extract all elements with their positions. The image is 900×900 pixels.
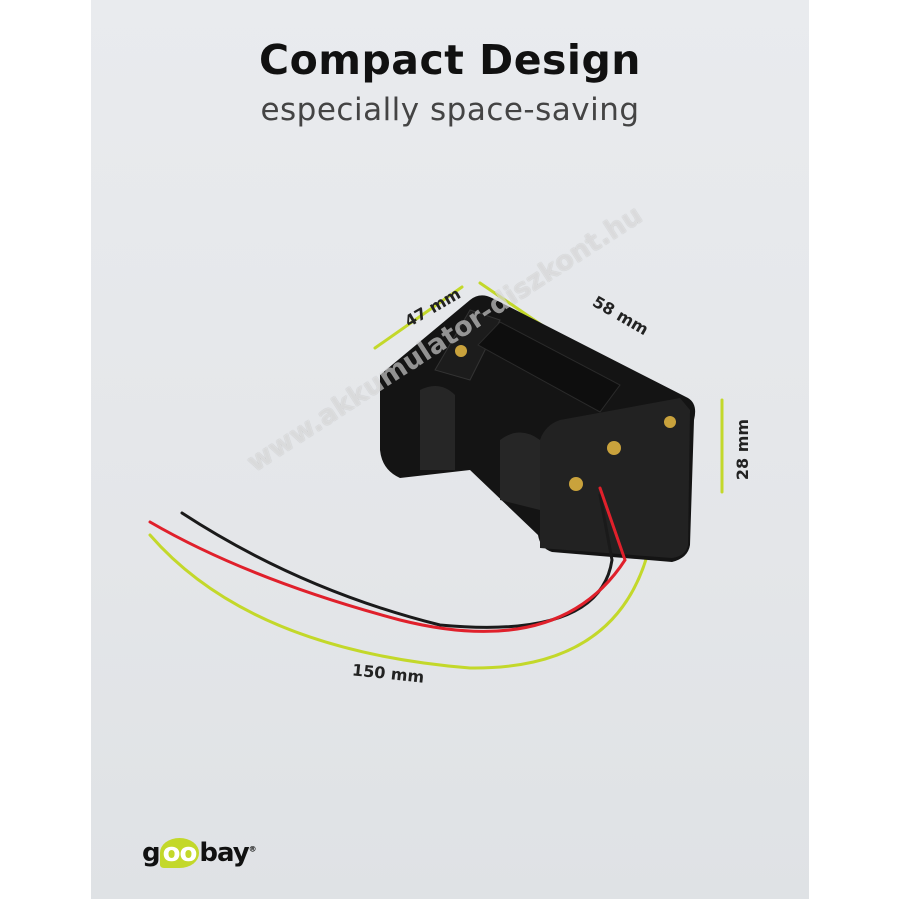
battery-holder [380, 295, 696, 562]
height-dimension-label: 28 mm [733, 418, 753, 481]
cables [148, 486, 627, 633]
page-subtitle: especially space-saving [260, 92, 640, 128]
page-title: Compact Design [258, 36, 641, 84]
